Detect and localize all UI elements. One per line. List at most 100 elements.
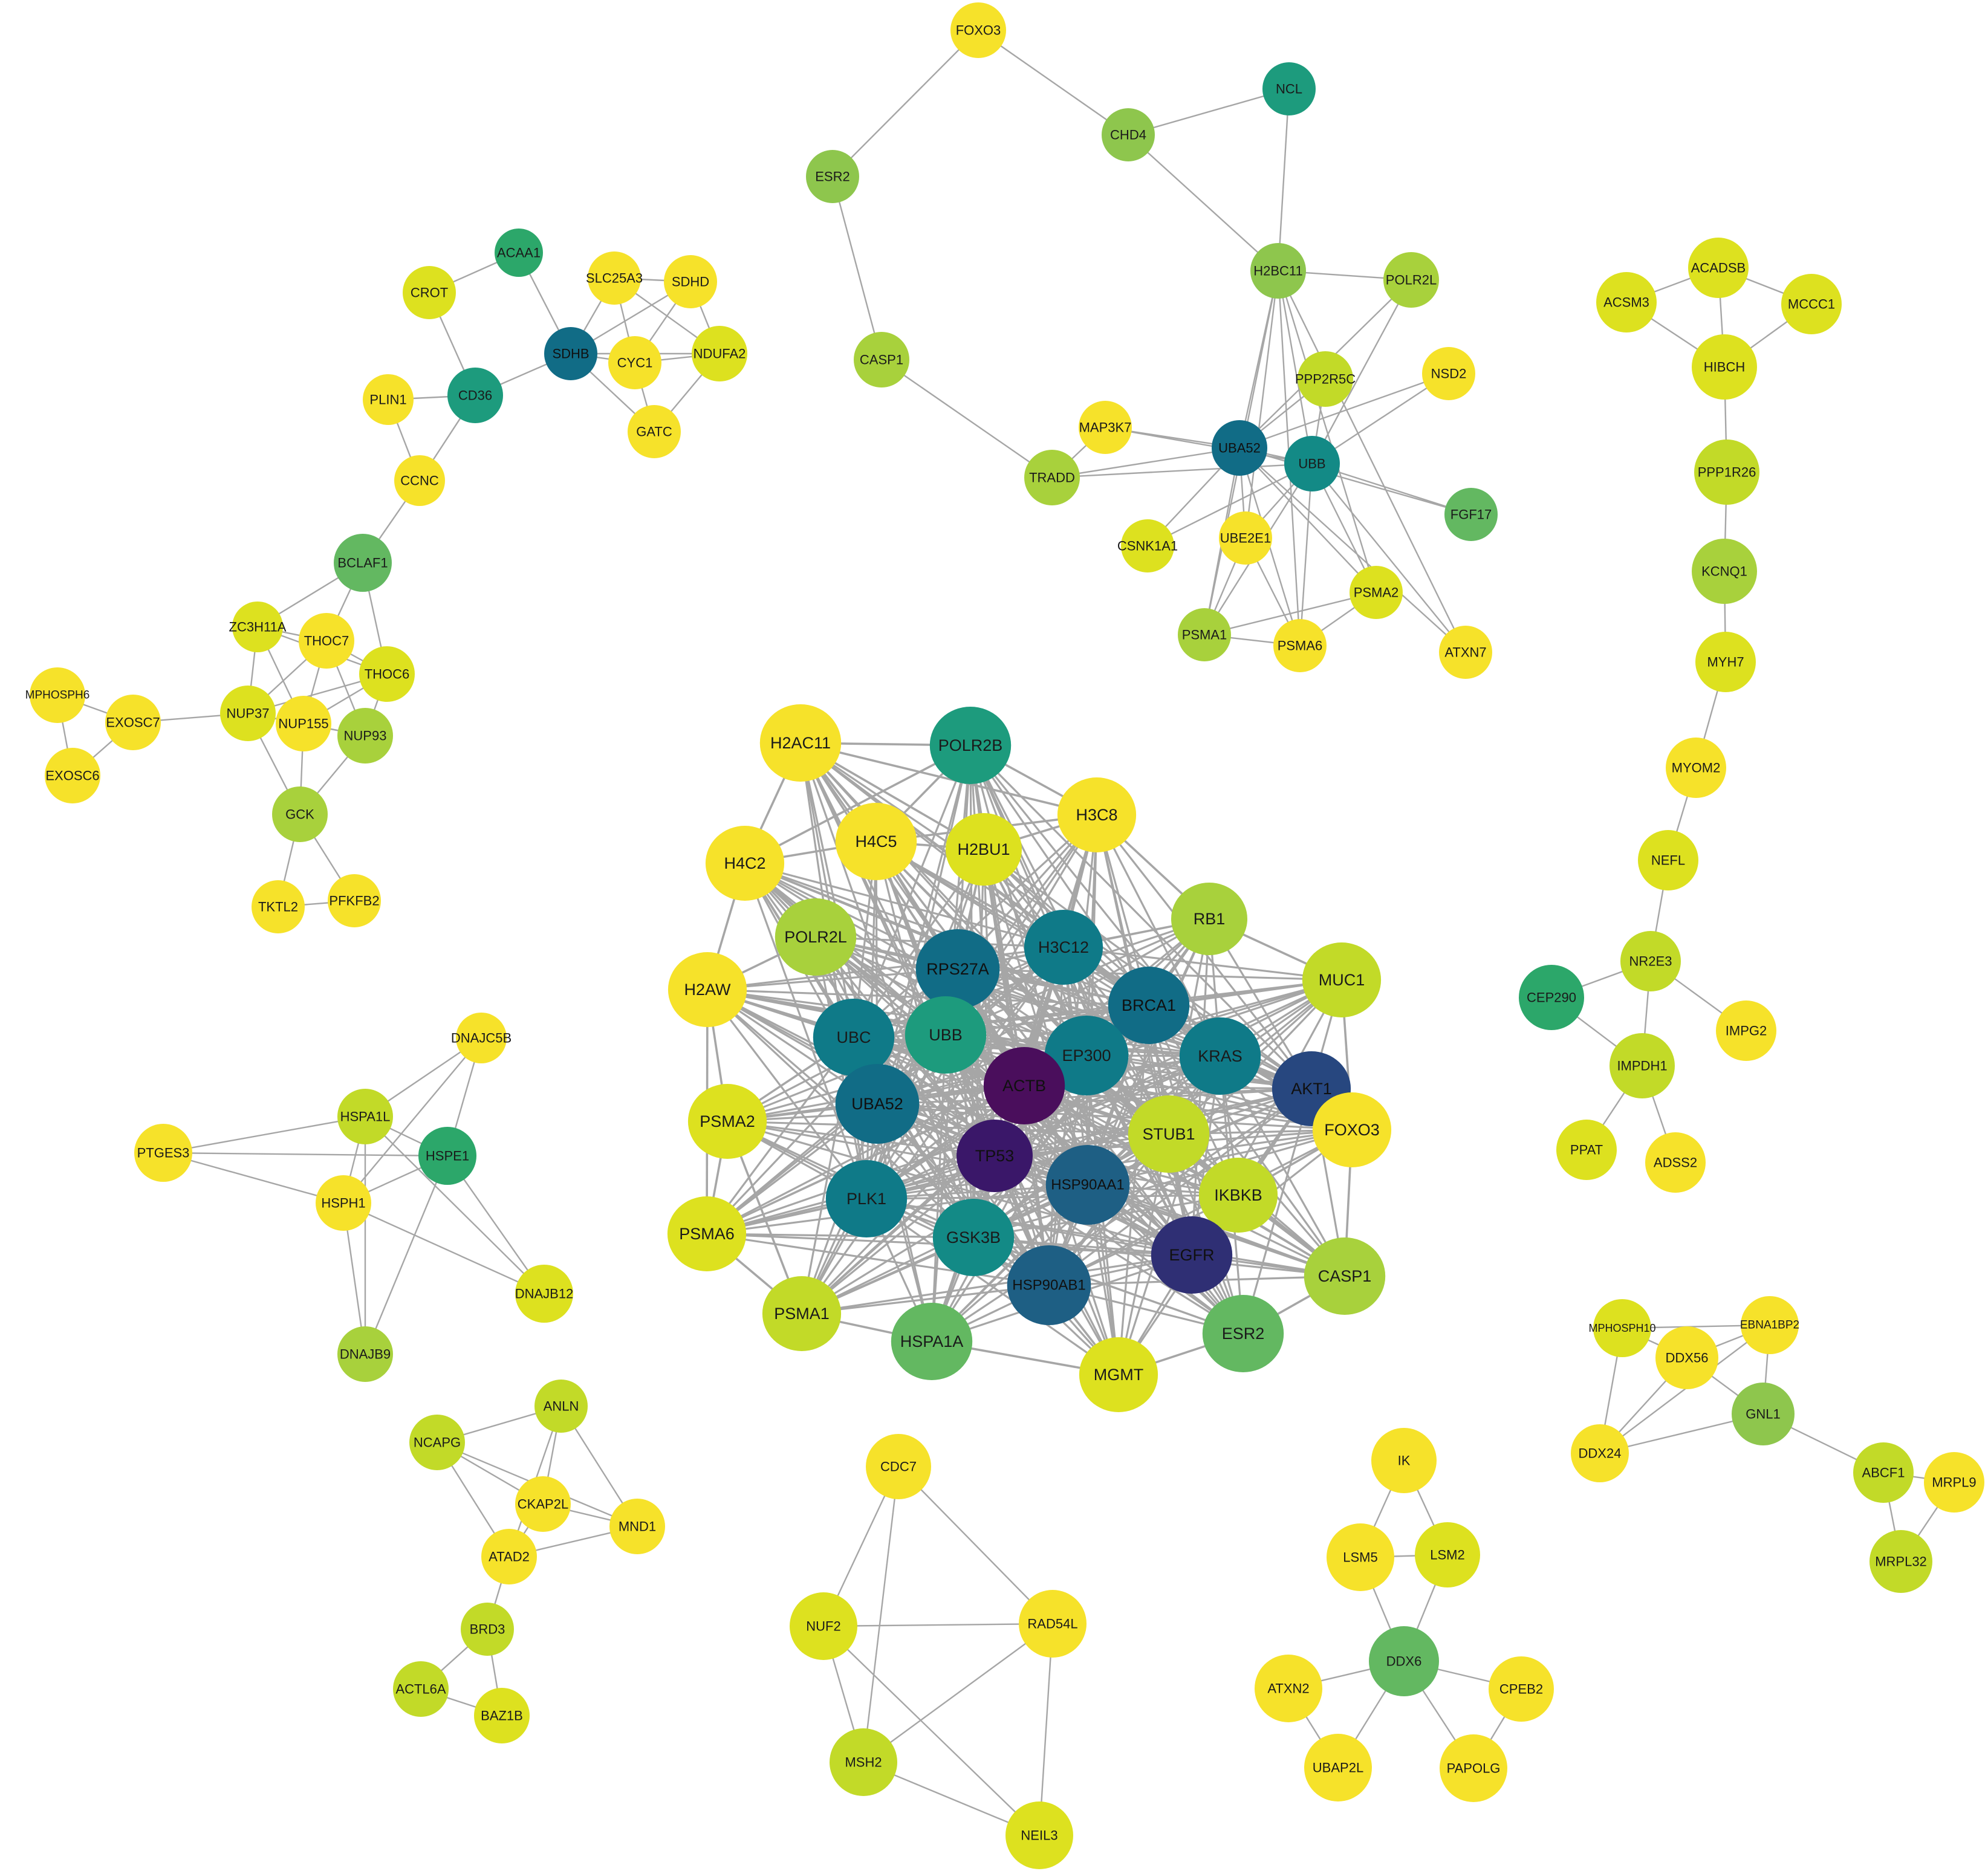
node-h3c8[interactable]: H3C8 bbox=[1057, 777, 1137, 852]
node-chd4[interactable]: CHD4 bbox=[1102, 108, 1155, 161]
node-stub1[interactable]: STUB1 bbox=[1128, 1095, 1210, 1173]
node-mrpl9[interactable]: MRPL9 bbox=[1924, 1452, 1984, 1513]
node-mrpl32[interactable]: MRPL32 bbox=[1869, 1530, 1932, 1593]
node-papolg[interactable]: PAPOLG bbox=[1440, 1734, 1507, 1802]
node-psma1[interactable]: PSMA1 bbox=[762, 1276, 842, 1351]
node-casp1[interactable]: CASP1 bbox=[1304, 1237, 1386, 1315]
node-ubap2l[interactable]: UBAP2L bbox=[1304, 1734, 1372, 1801]
node-lsm2[interactable]: LSM2 bbox=[1415, 1522, 1480, 1587]
node-esr2[interactable]: ESR2 bbox=[806, 150, 859, 203]
node-myh7[interactable]: MYH7 bbox=[1695, 632, 1756, 692]
node-ddx56[interactable]: DDX56 bbox=[1655, 1326, 1718, 1389]
node-crot[interactable]: CROT bbox=[403, 266, 456, 319]
node-gsk3b[interactable]: GSK3B bbox=[932, 1199, 1015, 1276]
node-kcnq1[interactable]: KCNQ1 bbox=[1692, 539, 1757, 604]
node-hsp90ab1[interactable]: HSP90AB1 bbox=[1007, 1245, 1091, 1325]
node-atad2[interactable]: ATAD2 bbox=[481, 1529, 537, 1584]
node-myom2[interactable]: MYOM2 bbox=[1666, 738, 1726, 798]
node-kras[interactable]: KRAS bbox=[1179, 1017, 1261, 1095]
node-fgf17[interactable]: FGF17 bbox=[1444, 488, 1498, 541]
node-nup155[interactable]: NUP155 bbox=[276, 696, 331, 751]
node-rps27a[interactable]: RPS27A bbox=[915, 929, 1000, 1009]
node-mnd1[interactable]: MND1 bbox=[609, 1499, 665, 1554]
node-cdc7[interactable]: CDC7 bbox=[866, 1434, 931, 1499]
node-bclaf1[interactable]: BCLAF1 bbox=[334, 534, 392, 592]
node-thoc7[interactable]: THOC7 bbox=[299, 613, 354, 669]
node-nup37[interactable]: NUP37 bbox=[220, 686, 276, 741]
node-msh2[interactable]: MSH2 bbox=[830, 1728, 897, 1796]
node-ubc[interactable]: UBC bbox=[813, 999, 895, 1076]
node-foxo3[interactable]: FOXO3 bbox=[950, 2, 1006, 58]
node-actl6a[interactable]: ACTL6A bbox=[393, 1661, 449, 1717]
node-nefl[interactable]: NEFL bbox=[1638, 830, 1698, 890]
node-psma1[interactable]: PSMA1 bbox=[1178, 608, 1231, 661]
node-rb1[interactable]: RB1 bbox=[1171, 883, 1247, 955]
node-ncapg[interactable]: NCAPG bbox=[409, 1415, 465, 1470]
node-ube2e1[interactable]: UBE2E1 bbox=[1219, 511, 1272, 565]
node-casp1[interactable]: CASP1 bbox=[854, 332, 909, 387]
node-tradd[interactable]: TRADD bbox=[1024, 450, 1080, 505]
node-dnajc5b[interactable]: DNAJC5B bbox=[451, 1013, 512, 1063]
node-sdhd[interactable]: SDHD bbox=[664, 255, 717, 308]
node-plin1[interactable]: PLIN1 bbox=[363, 374, 414, 425]
node-muc1[interactable]: MUC1 bbox=[1302, 942, 1382, 1017]
node-psma6[interactable]: PSMA6 bbox=[667, 1196, 747, 1271]
node-actb[interactable]: ACTB bbox=[983, 1047, 1065, 1124]
node-mphosph6[interactable]: MPHOSPH6 bbox=[25, 667, 90, 723]
node-nsd2[interactable]: NSD2 bbox=[1422, 347, 1475, 400]
node-ncl[interactable]: NCL bbox=[1262, 62, 1316, 115]
node-h3c12[interactable]: H3C12 bbox=[1024, 910, 1103, 985]
node-polr2b[interactable]: POLR2B bbox=[929, 707, 1012, 784]
node-hspa1a[interactable]: HSPA1A bbox=[891, 1303, 973, 1380]
node-gatc[interactable]: GATC bbox=[628, 405, 681, 458]
node-acaa1[interactable]: ACAA1 bbox=[495, 229, 543, 277]
node-psma6[interactable]: PSMA6 bbox=[1273, 619, 1327, 672]
node-brd3[interactable]: BRD3 bbox=[461, 1603, 514, 1656]
node-rad54l[interactable]: RAD54L bbox=[1019, 1590, 1087, 1658]
node-dnajb12[interactable]: DNAJB12 bbox=[515, 1265, 574, 1323]
node-ikbkb[interactable]: IKBKB bbox=[1198, 1158, 1278, 1233]
node-psma2[interactable]: PSMA2 bbox=[687, 1084, 767, 1159]
node-atxn2[interactable]: ATXN2 bbox=[1255, 1655, 1322, 1722]
node-ndufa2[interactable]: NDUFA2 bbox=[692, 326, 747, 381]
node-mphosph10[interactable]: MPHOSPH10 bbox=[1588, 1299, 1656, 1357]
node-ik[interactable]: IK bbox=[1371, 1428, 1437, 1493]
node-neil3[interactable]: NEIL3 bbox=[1005, 1801, 1073, 1869]
node-h2aw[interactable]: H2AW bbox=[668, 952, 747, 1027]
node-hibch[interactable]: HIBCH bbox=[1692, 334, 1757, 400]
node-slc25a3[interactable]: SLC25A3 bbox=[586, 251, 643, 305]
node-plk1[interactable]: PLK1 bbox=[825, 1160, 908, 1237]
node-ubb[interactable]: UBB bbox=[1284, 436, 1340, 491]
node-atxn7[interactable]: ATXN7 bbox=[1439, 626, 1492, 679]
node-hsph1[interactable]: HSPH1 bbox=[316, 1175, 371, 1231]
node-hspa1l[interactable]: HSPA1L bbox=[337, 1089, 393, 1144]
node-nuf2[interactable]: NUF2 bbox=[790, 1592, 857, 1660]
node-baz1b[interactable]: BAZ1B bbox=[474, 1688, 530, 1743]
node-ptges3[interactable]: PTGES3 bbox=[134, 1124, 192, 1182]
node-impg2[interactable]: IMPG2 bbox=[1716, 1000, 1776, 1061]
node-ppp1r26[interactable]: PPP1R26 bbox=[1694, 439, 1759, 505]
node-h4c2[interactable]: H4C2 bbox=[705, 826, 785, 901]
node-nup93[interactable]: NUP93 bbox=[337, 708, 393, 764]
node-anln[interactable]: ANLN bbox=[534, 1380, 588, 1433]
node-exosc6[interactable]: EXOSC6 bbox=[45, 748, 100, 803]
node-cd36[interactable]: CD36 bbox=[447, 368, 503, 423]
node-hsp90aa1[interactable]: HSP90AA1 bbox=[1045, 1145, 1130, 1225]
node-ddx6[interactable]: DDX6 bbox=[1369, 1626, 1439, 1696]
node-mgmt[interactable]: MGMT bbox=[1079, 1337, 1158, 1412]
node-tp53[interactable]: TP53 bbox=[957, 1120, 1033, 1192]
node-h4c5[interactable]: H4C5 bbox=[835, 803, 917, 880]
node-cyc1[interactable]: CYC1 bbox=[608, 336, 661, 389]
node-psma2[interactable]: PSMA2 bbox=[1350, 566, 1403, 619]
node-exosc7[interactable]: EXOSC7 bbox=[105, 695, 161, 750]
node-ccnc[interactable]: CCNC bbox=[394, 455, 445, 506]
node-ubb[interactable]: UBB bbox=[905, 996, 987, 1074]
node-acadsb[interactable]: ACADSB bbox=[1688, 238, 1749, 298]
node-map3k7[interactable]: MAP3K7 bbox=[1079, 401, 1132, 454]
node-impdh1[interactable]: IMPDH1 bbox=[1610, 1033, 1675, 1098]
node-ckap2l[interactable]: CKAP2L bbox=[515, 1476, 571, 1532]
node-dnajb9[interactable]: DNAJB9 bbox=[337, 1326, 393, 1382]
node-nr2e3[interactable]: NR2E3 bbox=[1620, 931, 1681, 991]
node-h2bc11[interactable]: H2BC11 bbox=[1250, 243, 1306, 299]
node-tktl2[interactable]: TKTL2 bbox=[252, 880, 305, 933]
